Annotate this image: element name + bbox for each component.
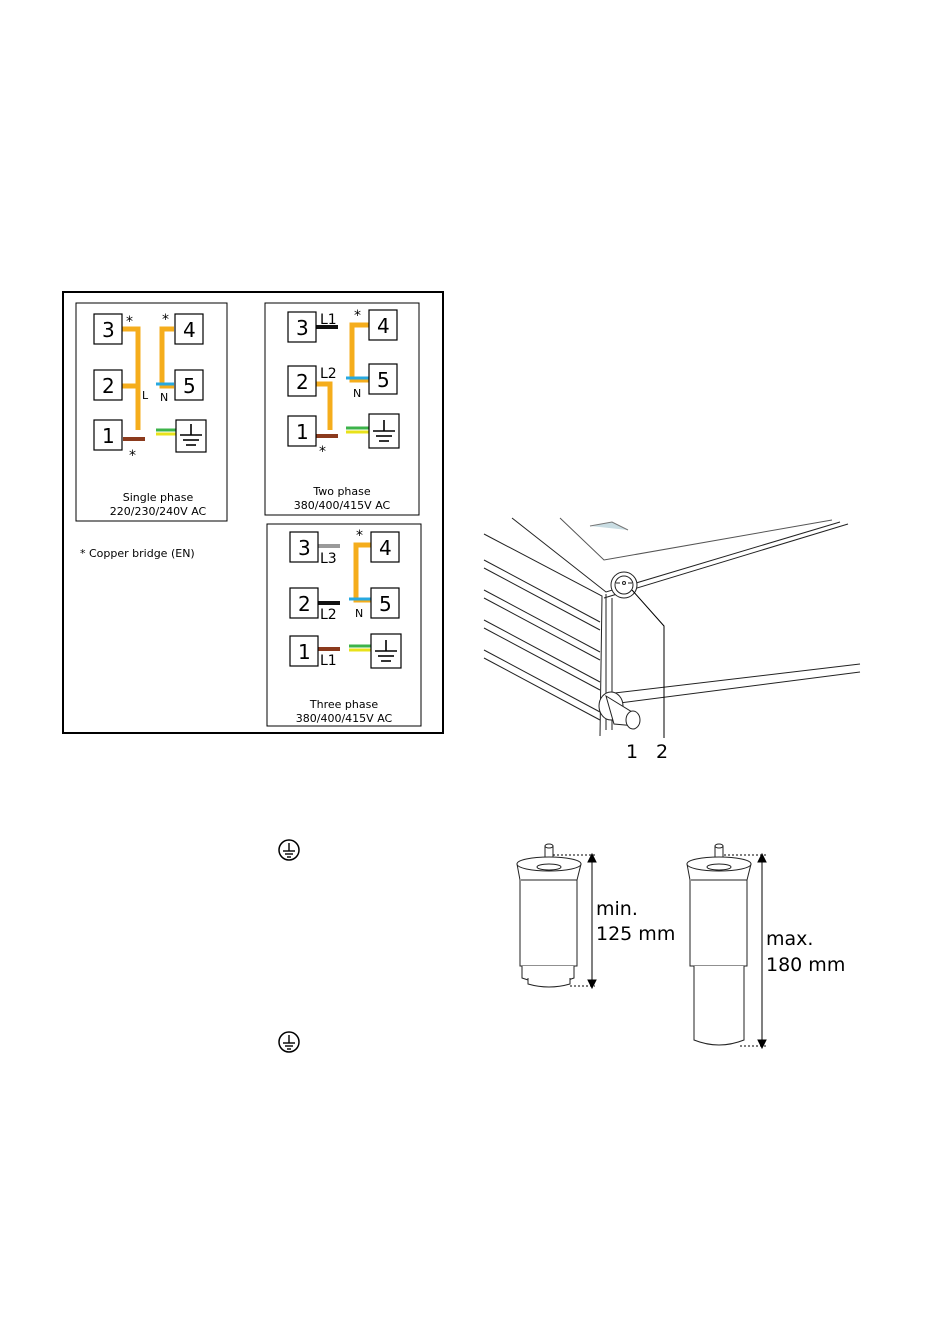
- protective-earth-symbol-icon: [279, 840, 299, 860]
- terminal-5: 5: [379, 592, 392, 616]
- bridge-star: *: [129, 448, 136, 464]
- terminal-3: 3: [102, 318, 115, 342]
- terminal-4: 4: [377, 314, 390, 338]
- bridge-star: *: [319, 444, 326, 460]
- bridge-star: *: [354, 308, 361, 324]
- panel-voltage: 380/400/415V AC: [294, 499, 391, 512]
- device-illustration: [484, 518, 860, 738]
- terminal-2: 2: [102, 374, 115, 398]
- terminal-1: 1: [102, 424, 115, 448]
- l2-label: L2: [320, 607, 337, 623]
- protective-earth-symbol-icon: [279, 1032, 299, 1052]
- foot-max: [687, 844, 751, 1045]
- l1-label: L1: [320, 653, 337, 669]
- callout-2: 2: [656, 741, 668, 763]
- min-height-value: 125 mm: [596, 923, 675, 945]
- terminal-4: 4: [183, 318, 196, 342]
- terminal-4: 4: [379, 536, 392, 560]
- single-phase-panel: 3 2 1 4 5 * * * L N Single phase 220/230…: [76, 303, 227, 521]
- panel-title: Single phase: [123, 491, 194, 504]
- panel-voltage: 380/400/415V AC: [296, 712, 393, 725]
- line-label: L: [142, 389, 149, 402]
- bridge-star: *: [162, 312, 169, 328]
- panel-title: Three phase: [309, 698, 378, 711]
- two-phase-panel: 3 2 1 4 5 L1 L2 N * * Two phase 380/400/…: [265, 303, 419, 515]
- terminal-1: 1: [296, 420, 309, 444]
- terminal-5: 5: [377, 368, 390, 392]
- copper-bridge-footnote: * Copper bridge (EN): [80, 547, 195, 560]
- neutral-label: N: [160, 391, 168, 404]
- terminal-2: 2: [298, 592, 311, 616]
- max-height-value: 180 mm: [766, 954, 845, 976]
- neutral-label: N: [355, 607, 363, 620]
- terminal-2: 2: [296, 370, 309, 394]
- terminal-1: 1: [298, 640, 311, 664]
- max-height-label: max.: [766, 928, 813, 950]
- terminal-5: 5: [183, 374, 196, 398]
- terminal-3: 3: [296, 316, 309, 340]
- neutral-label: N: [353, 387, 361, 400]
- min-height-label: min.: [596, 898, 638, 920]
- callout-1: 1: [626, 741, 638, 763]
- bridge-star: *: [126, 314, 133, 330]
- panel-title: Two phase: [312, 485, 371, 498]
- bridge-star: *: [356, 528, 363, 544]
- three-phase-panel: 3 2 1 4 5 L3 L2 L1 N * Three phase 380/4…: [267, 524, 421, 726]
- l2-label: L2: [320, 366, 337, 382]
- l3-label: L3: [320, 551, 337, 567]
- panel-voltage: 220/230/240V AC: [110, 505, 207, 518]
- foot-min: [517, 844, 581, 987]
- l1-label: L1: [320, 312, 337, 328]
- terminal-3: 3: [298, 536, 311, 560]
